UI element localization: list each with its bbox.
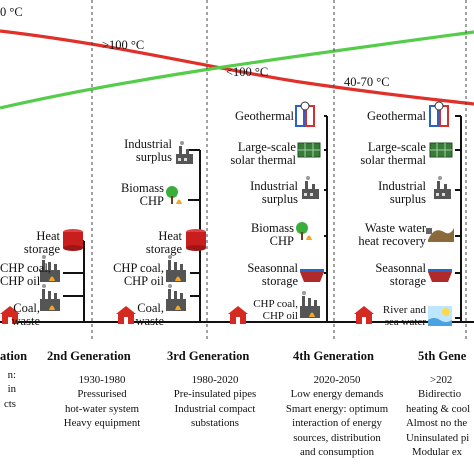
generation-1-title: ation <box>0 349 28 363</box>
generation-3-title: 3rd Generation <box>167 349 250 363</box>
temp-label-gen2: >100 °C <box>102 38 145 52</box>
temp-label-gen3: <100 °C <box>226 65 269 79</box>
geothermal-icon <box>429 101 449 127</box>
river-sea-water-icon <box>428 306 452 326</box>
biomass-icon <box>295 221 313 241</box>
coal-waste-label: Coal,waste <box>11 301 40 328</box>
solar-thermal-icon <box>297 142 321 158</box>
coal-waste-label: Coal,waste <box>135 301 164 328</box>
biomass-icon <box>165 185 183 205</box>
generation-separators <box>91 0 467 342</box>
factory-icon <box>302 176 319 199</box>
generation-1-description: n: in cts <box>4 369 16 410</box>
generation-4-description: 2020-2050 Low energy demands Smart energ… <box>285 374 389 459</box>
generation-2-description: 1930-1980 Pressurised hot-water system H… <box>63 374 141 430</box>
factory-icon <box>176 141 193 164</box>
seasonal-storage-icon <box>300 269 324 282</box>
coal-plant-icon <box>166 284 186 311</box>
generation-4-title: 4th Generation <box>293 349 374 363</box>
geothermal-label: Geothermal <box>234 109 294 123</box>
heat-storage-tank-icon <box>63 229 83 251</box>
cooling-potential-curve <box>0 30 474 110</box>
temp-label-gen4: 40-70 °C <box>344 75 390 89</box>
chp-coal-oil-label: CHP coal,CHP oil <box>0 261 51 288</box>
generation-3-description: 1980-2020 Pre-insulated pipes Industrial… <box>173 374 257 430</box>
heat-storage-tank-icon <box>186 229 206 251</box>
generation-5-title: 5th Gene <box>418 349 467 363</box>
chp-coal-oil-label: CHP coal,CHP oil <box>253 298 298 322</box>
geothermal-label: Geothermal <box>366 109 426 123</box>
supply-temperature-curve <box>0 29 474 106</box>
chp-plant-icon <box>300 291 320 318</box>
waste-water-icon <box>426 228 454 242</box>
geothermal-icon <box>295 101 315 127</box>
temp-label-gen1: 0 °C <box>0 5 23 19</box>
solar-thermal-icon <box>429 142 453 158</box>
generation-2-title: 2nd Generation <box>47 349 131 363</box>
seasonal-storage-icon <box>428 269 452 282</box>
chp-coal-oil-label: CHP coal,CHP oil <box>113 261 164 288</box>
generation-5-description: >202 Bidirectio heating & cool Almost no… <box>406 374 471 459</box>
factory-icon <box>434 176 451 199</box>
chp-plant-icon <box>166 255 186 282</box>
coal-plant-icon <box>40 284 60 311</box>
